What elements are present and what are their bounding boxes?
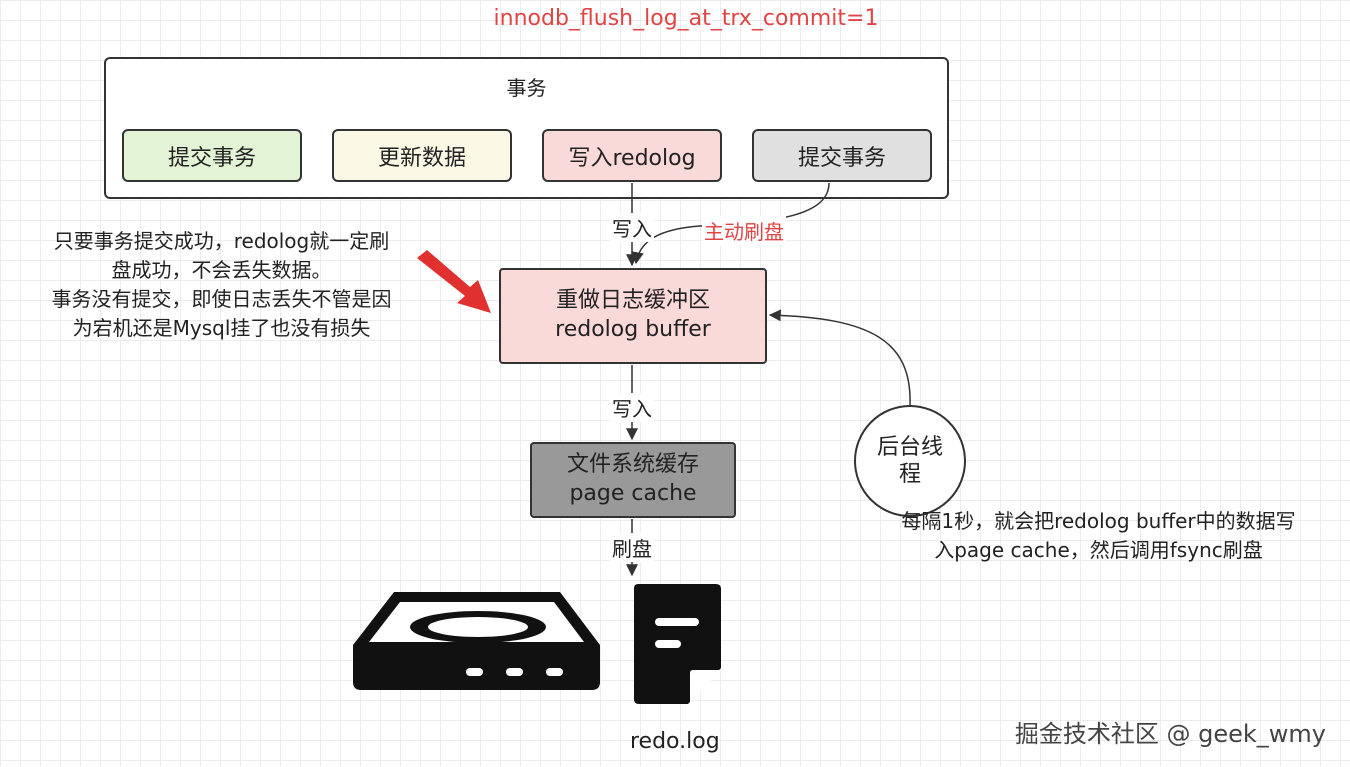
background-thread-label-2: 程 [898,462,921,487]
watermark: 掘金技术社区 @ geek_wmy [1014,720,1326,748]
background-thread-label-1: 后台线 [876,434,943,460]
redolog-buffer-subtitle: redolog buffer [555,317,711,342]
edge-label-flush: 刷盘 [610,533,654,562]
edge-label-active-flush: 主动刷盘 [702,216,786,245]
page-cache-subtitle: page cache [569,481,697,506]
document-file-icon [634,584,721,704]
annotation-right: 每隔1秒，就会把redolog buffer中的数据写 入page cache，… [856,507,1341,565]
step-commit-transaction-final: 提交事务 [752,129,932,182]
annotation-right-line-1: 每隔1秒，就会把redolog buffer中的数据写 [901,509,1296,533]
page-cache-title: 文件系统缓存 [566,452,699,478]
annotation-right-line-2: 入page cache，然后调用fsync刷盘 [934,538,1263,562]
step-commit-transaction: 提交事务 [122,129,302,182]
arrow-background-thread [768,309,911,406]
edge-label-write-1: 写入 [610,213,654,242]
annotation-left-line-2: 盘成功，不会丢失数据。 [111,258,332,282]
annotation-left: 只要事务提交成功，redolog就一定刷 盘成功，不会丢失数据。 事务没有提交，… [14,227,429,343]
transaction-label: 事务 [506,76,547,100]
diagram-title: innodb_flush_log_at_trx_commit=1 [493,6,879,31]
hard-disk-icon [353,592,600,690]
step-update-data: 更新数据 [332,129,512,182]
annotation-left-line-3: 事务没有提交，即使日志丢失不管是因 [51,287,392,311]
annotation-left-line-4: 为宕机还是Mysql挂了也没有损失 [72,316,371,340]
background-thread-circle: 后台线 程 [854,405,966,517]
page-cache-box: 文件系统缓存 page cache [530,442,736,518]
step-write-redolog: 写入redolog [542,129,722,182]
edge-label-write-2: 写入 [610,393,654,422]
redolog-buffer-title: 重做日志缓冲区 [555,288,710,314]
redo-log-label: redo.log [630,729,720,754]
annotation-left-line-1: 只要事务提交成功，redolog就一定刷 [53,229,390,253]
redolog-buffer-box: 重做日志缓冲区 redolog buffer [499,268,767,364]
